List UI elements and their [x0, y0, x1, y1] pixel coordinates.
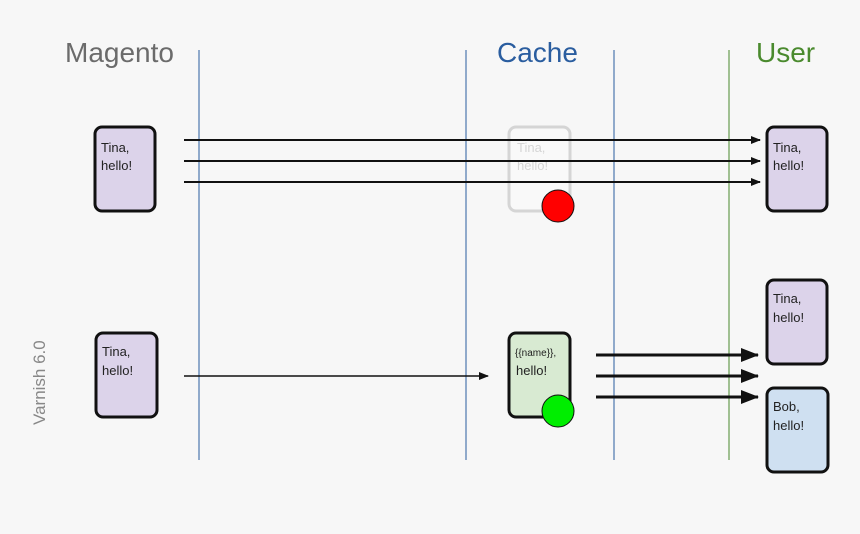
- bottom-user-card-tina: Tina, hello!: [765, 278, 829, 366]
- cache-miss-indicator: [541, 189, 575, 223]
- magento-column-title: Magento: [65, 37, 174, 68]
- bottom-magento-card: Tina, hello!: [94, 331, 159, 419]
- user-column-title: User: [756, 37, 815, 68]
- bottom-user-tina-line1: Tina,: [773, 291, 801, 306]
- bottom-user-tina-line2: hello!: [773, 310, 804, 325]
- top-user-card-line1: Tina,: [773, 140, 801, 155]
- bottom-user-bob-line1: Bob,: [773, 399, 800, 414]
- top-user-card: Tina, hello!: [765, 125, 829, 213]
- top-magento-card-line1: Tina,: [101, 140, 129, 155]
- top-cache-faded-line1: Tina,: [517, 140, 545, 155]
- varnish-version-label: Varnish 6.0: [30, 340, 49, 425]
- bottom-magento-card-line2: hello!: [102, 363, 133, 378]
- cache-column-title: Cache: [497, 37, 578, 68]
- bottom-user-bob-line2: hello!: [773, 418, 804, 433]
- bottom-cache-template-line2: hello!: [516, 363, 547, 378]
- top-magento-card-line2: hello!: [101, 158, 132, 173]
- bottom-magento-card-line1: Tina,: [102, 344, 130, 359]
- bottom-cache-template-line1: {{name}},: [515, 348, 556, 359]
- top-magento-card: Tina, hello!: [93, 125, 157, 213]
- cache-hit-indicator: [541, 394, 575, 428]
- top-user-card-line2: hello!: [773, 158, 804, 173]
- bottom-user-card-bob: Bob, hello!: [765, 386, 830, 474]
